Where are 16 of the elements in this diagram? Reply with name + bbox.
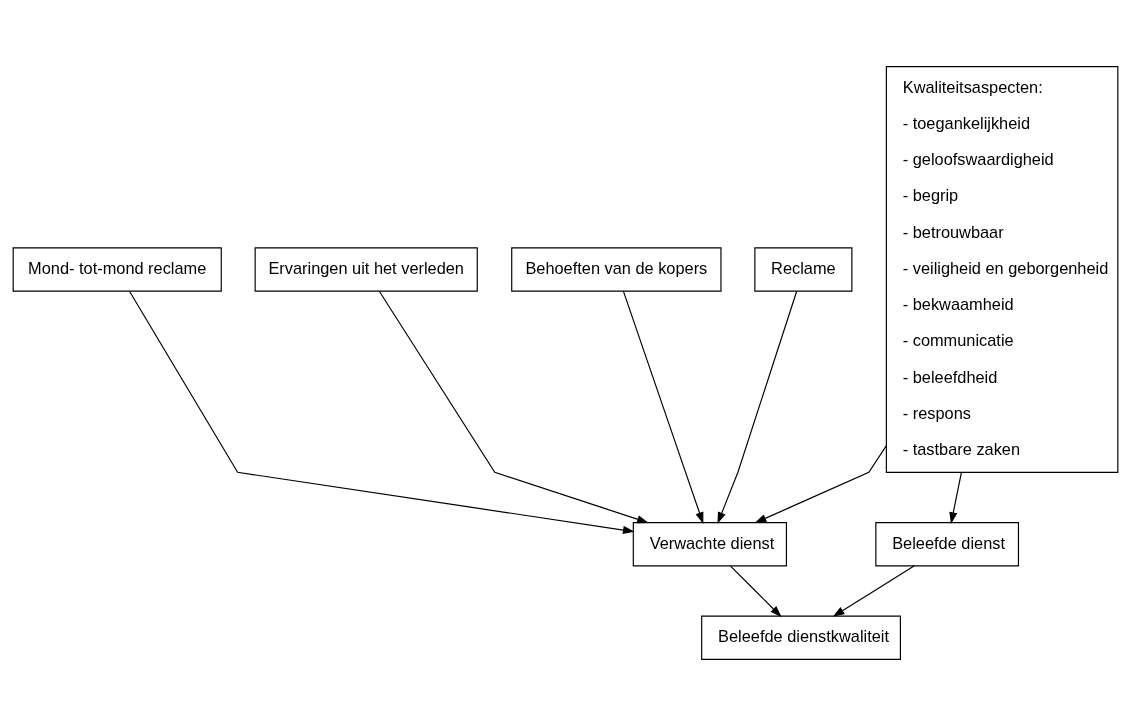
node-box: Behoeften van de kopers: [511, 246, 722, 292]
node-box: Mond- tot-mond reclame: [12, 246, 222, 292]
node-box: Beleefde dienst: [875, 521, 1020, 566]
arrow: [949, 471, 962, 524]
arrow: [754, 444, 887, 523]
node-box: Verwachte dienst: [632, 521, 787, 566]
node-box: Ervaringen uit het verleden: [254, 246, 478, 292]
node-box: Beleefde dienstkwaliteit: [701, 615, 901, 660]
arrow: [729, 564, 782, 617]
arrow: [622, 290, 704, 524]
node-box: Reclame: [754, 246, 853, 292]
node-box: Kwaliteitsaspecten: - toegankelijkheid - geloofswaardigheid - begrip - betrouwbaar - veiligheid en geborgenheid - bekwaamheid - communicatie - beleefdheid - respons - tastbare zaken: [885, 65, 1119, 473]
arrow: [129, 290, 635, 534]
arrow: [378, 290, 649, 523]
arrow: [832, 564, 915, 617]
arrow: [717, 290, 798, 524]
